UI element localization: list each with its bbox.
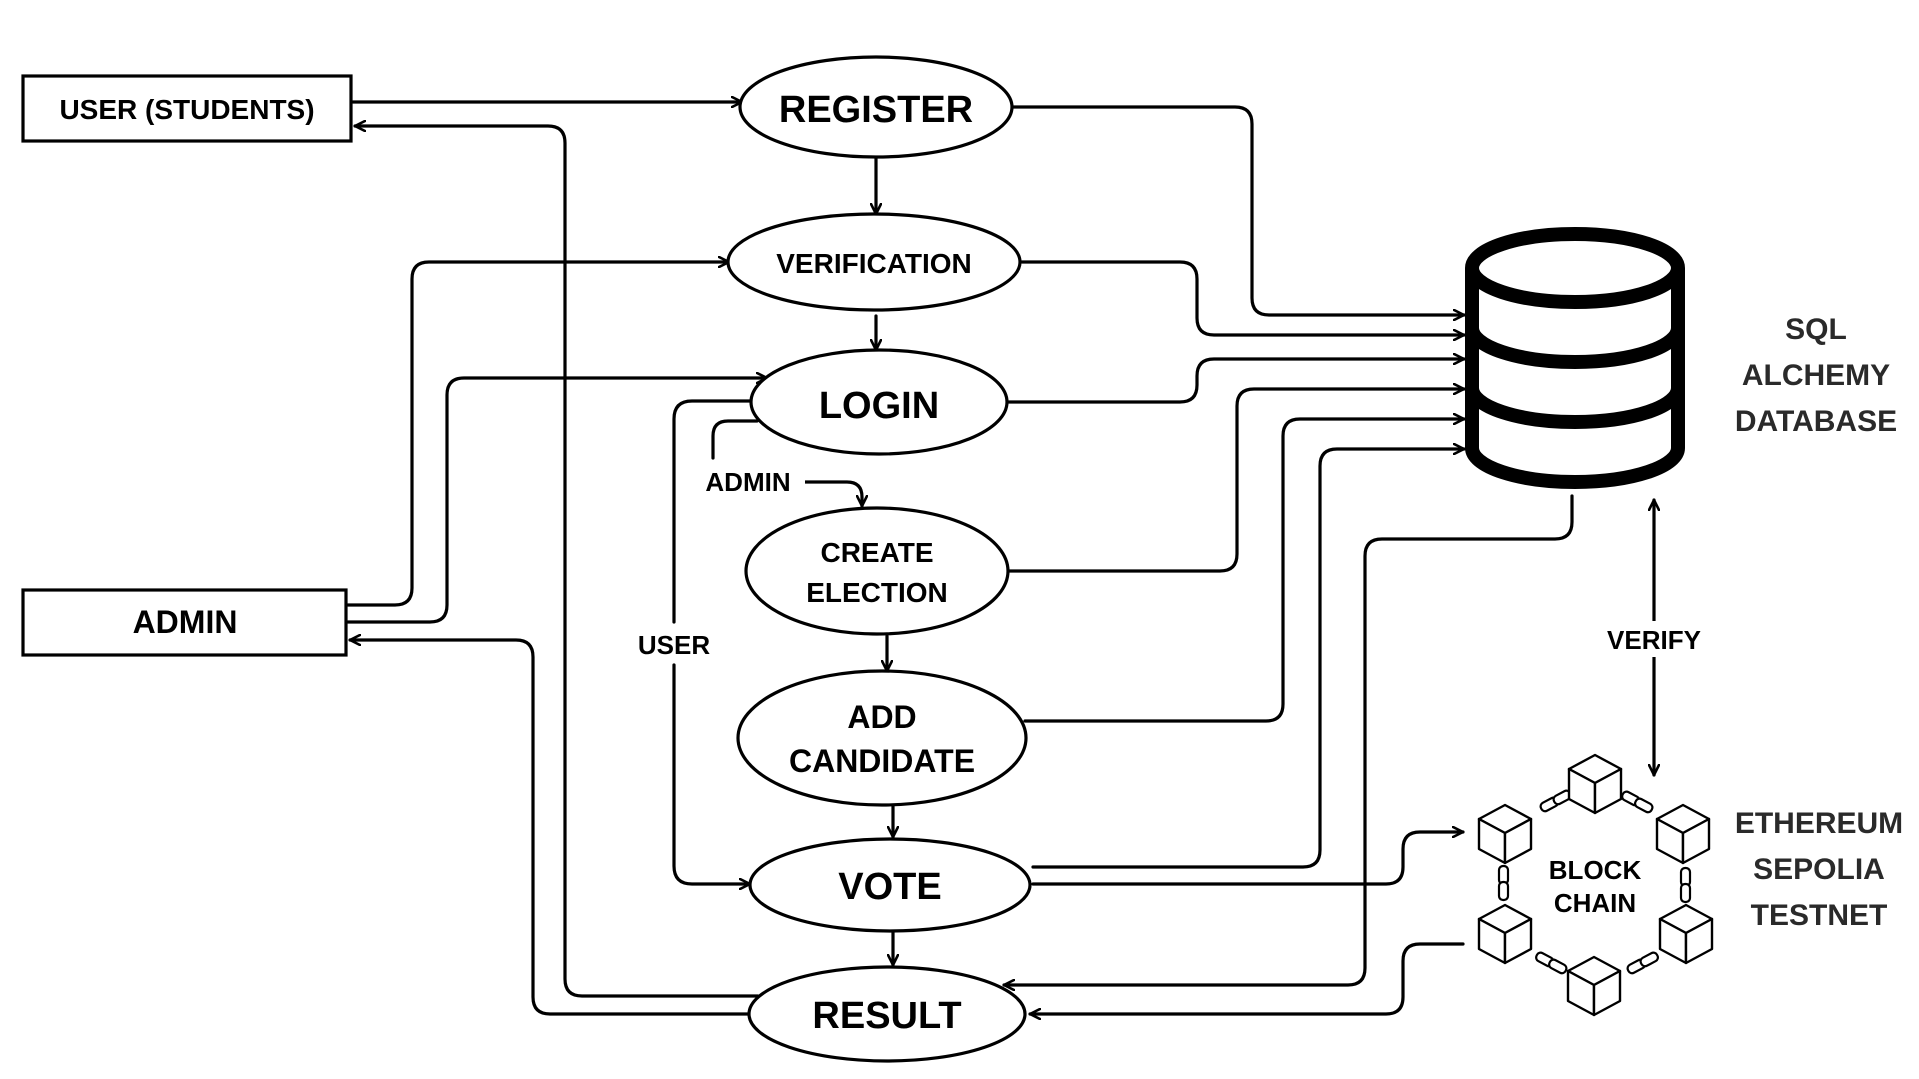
step-register-label: REGISTER xyxy=(779,89,973,131)
actor-admin-label: ADMIN xyxy=(133,604,238,640)
edge-label-admin-text: ADMIN xyxy=(705,467,790,497)
actor-admin: ADMIN xyxy=(21,588,348,657)
step-register: REGISTER xyxy=(738,55,1014,159)
edge-result-to-user xyxy=(353,126,760,998)
step-login-oval xyxy=(749,348,1009,456)
blockchain-icon: BLOCK CHAIN xyxy=(1477,753,1714,1017)
step-result-label: RESULT xyxy=(812,995,961,1037)
step-create-election-oval xyxy=(744,506,1010,636)
step-login: LOGIN xyxy=(749,348,1009,456)
edge-login-to-db xyxy=(1006,359,1466,404)
edge-label-verify-text: VERIFY xyxy=(1607,625,1701,655)
step-add-candidate-label-2: CANDIDATE xyxy=(789,743,975,779)
step-vote: VOTE xyxy=(748,837,1032,933)
blockchain-label-line-2: CHAIN xyxy=(1554,888,1636,918)
edge-db-to-result xyxy=(1002,494,1574,985)
step-vote-label: VOTE xyxy=(838,866,941,908)
database-icon xyxy=(1465,227,1685,489)
database-label: SQL ALCHEMY DATABASE xyxy=(1735,313,1897,438)
edge-label-admin: ADMIN xyxy=(695,463,805,499)
actor-user-label: USER (STUDENTS) xyxy=(59,94,314,125)
step-verification-oval xyxy=(726,212,1022,312)
edge-vote-to-blockchain xyxy=(1031,832,1465,886)
database-label-line-1: SQL xyxy=(1785,313,1847,346)
step-verification-label: VERIFICATION xyxy=(776,248,971,279)
edge-login-admin-branch-a xyxy=(711,419,759,460)
blockchain-network-label: ETHEREUM SEPOLIA TESTNET xyxy=(1735,807,1903,932)
edge-vote-to-db xyxy=(1031,449,1466,869)
chain-links xyxy=(1497,789,1692,975)
step-create-election-label-1: CREATE xyxy=(820,537,933,568)
connectors xyxy=(346,102,1654,1016)
step-vote-oval xyxy=(748,837,1032,933)
edge-admin-to-verification xyxy=(346,262,731,607)
edge-label-user: USER xyxy=(632,626,716,662)
edge-admin-to-login xyxy=(346,378,769,624)
step-login-label: LOGIN xyxy=(819,385,939,427)
edge-verification-to-db xyxy=(1020,260,1466,335)
actor-admin-box xyxy=(21,588,348,657)
network-label-line-1: ETHEREUM xyxy=(1735,807,1903,840)
step-create-election: CREATE ELECTION xyxy=(744,506,1010,636)
actor-user-box xyxy=(21,74,353,143)
step-add-candidate-label-1: ADD xyxy=(847,699,916,735)
edge-result-to-admin xyxy=(348,640,752,1016)
blockchain-label-line-1: BLOCK xyxy=(1549,855,1642,885)
edge-blockchain-to-result xyxy=(1028,942,1465,1014)
edge-add-to-db xyxy=(1023,419,1466,723)
step-add-candidate: ADD CANDIDATE xyxy=(736,669,1028,807)
database-label-line-2: ALCHEMY xyxy=(1742,359,1890,392)
network-label-line-3: TESTNET xyxy=(1751,899,1888,932)
network-label-line-2: SEPOLIA xyxy=(1753,853,1885,886)
step-result-oval xyxy=(747,965,1027,1063)
step-verification: VERIFICATION xyxy=(726,212,1022,312)
edge-label-verify: VERIFY xyxy=(1598,621,1710,657)
edge-register-to-db xyxy=(1010,105,1466,315)
edge-create-to-db xyxy=(1006,389,1466,573)
step-add-candidate-oval xyxy=(736,669,1028,807)
edge-label-user-text: USER xyxy=(638,630,710,660)
edge-login-user-branch-a xyxy=(672,399,754,624)
step-result: RESULT xyxy=(747,965,1027,1063)
edge-login-user-branch-b xyxy=(672,663,752,884)
step-register-oval xyxy=(738,55,1014,159)
actor-user: USER (STUDENTS) xyxy=(21,74,353,143)
edge-login-admin-branch-b xyxy=(800,480,862,508)
database-label-line-3: DATABASE xyxy=(1735,405,1897,438)
step-create-election-label-2: ELECTION xyxy=(806,577,948,608)
